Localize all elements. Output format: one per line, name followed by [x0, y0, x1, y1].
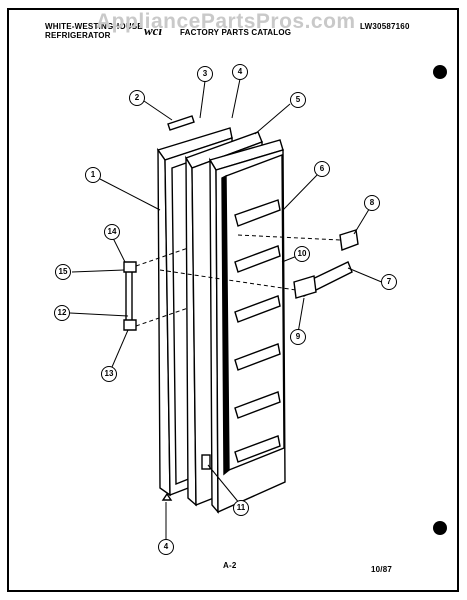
- handle-top-cap: [123, 261, 137, 273]
- hinge-pin: [161, 492, 173, 501]
- rack-end-cap-right: [339, 229, 359, 251]
- leader-4-top: [231, 78, 241, 119]
- callout-11: 11: [233, 500, 249, 516]
- assembly-line-handle-bottom: [135, 307, 189, 327]
- wci-logo: wci: [144, 23, 163, 38]
- leader-6: [282, 172, 320, 211]
- callout-8: 8: [364, 195, 380, 211]
- category-label: REFRIGERATOR: [45, 31, 111, 40]
- watermark: AppliancePartsPros.com: [96, 10, 356, 33]
- door-shelf-1: [234, 199, 281, 227]
- callout-13: 13: [101, 366, 117, 382]
- assembly-line-rack-top: [237, 234, 341, 241]
- door-stop: [201, 454, 211, 470]
- door-shelf-5: [234, 391, 281, 419]
- section-title: FACTORY PARTS CATALOG: [180, 28, 292, 37]
- callout-4: 4: [232, 64, 248, 80]
- callout-2: 2: [129, 90, 145, 106]
- binder-hole-bottom: [433, 521, 447, 535]
- handle-bar: [125, 267, 133, 326]
- leader-5: [254, 103, 291, 135]
- door-shelf-3: [234, 295, 281, 323]
- revision-date: 10/87: [371, 565, 393, 574]
- callout-1: 1: [85, 167, 101, 183]
- model-number: LW30587160: [360, 22, 410, 31]
- leader-7: [347, 267, 385, 284]
- callout-3: 3: [197, 66, 213, 82]
- rack-end-cap-left: [293, 275, 317, 299]
- binder-hole-top: [433, 65, 447, 79]
- leader-3: [199, 80, 206, 119]
- callout-7: 7: [381, 274, 397, 290]
- door-shelf-6: [234, 435, 281, 463]
- leader-1: [99, 178, 161, 211]
- leader-11: [207, 464, 241, 505]
- top-hinge: [167, 115, 195, 131]
- brand-label: WHITE-WESTINGHOUSE: [45, 22, 143, 31]
- leader-12: [69, 312, 129, 317]
- leader-15: [71, 269, 125, 273]
- callout-12: 12: [54, 305, 70, 321]
- callout-15: 15: [55, 264, 71, 280]
- handle-bottom-cap: [123, 319, 137, 331]
- door-assembly: [123, 115, 359, 514]
- callout-6: 6: [314, 161, 330, 177]
- callout-10: 10: [294, 246, 310, 262]
- callout-5: 5: [290, 92, 306, 108]
- leader-2: [143, 100, 173, 121]
- door-shelf-2: [234, 245, 281, 273]
- page-number: A-2: [223, 561, 237, 570]
- assembly-lines: [135, 234, 341, 327]
- assembly-line-rack-bottom: [159, 269, 297, 291]
- leader-9: [297, 297, 305, 334]
- door-shelf-4: [234, 343, 281, 371]
- leader-8: [353, 205, 372, 235]
- callout-4: 4: [158, 539, 174, 555]
- assembly-line-handle-top: [135, 247, 189, 267]
- leader-14: [111, 235, 126, 263]
- page-frame: [7, 8, 459, 592]
- callout-9: 9: [290, 329, 306, 345]
- callout-14: 14: [104, 224, 120, 240]
